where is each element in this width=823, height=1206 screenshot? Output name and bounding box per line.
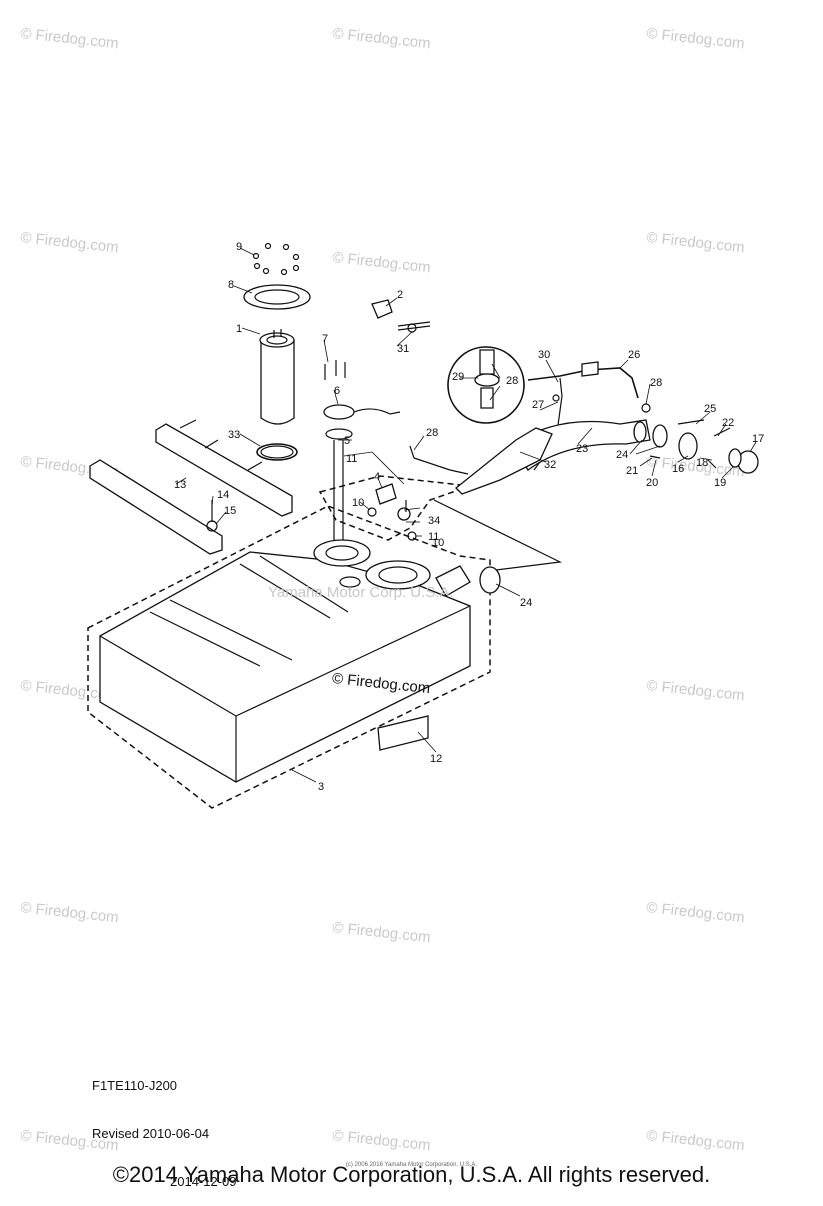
callout-1: 1 bbox=[236, 323, 242, 335]
callout-14: 14 bbox=[217, 489, 229, 501]
revision-block: F1TE110-J200 Revised 2010-06-04 2014-12-… bbox=[92, 1046, 237, 1206]
center-watermark: Yamaha Motor Corp. U.S.A. bbox=[268, 584, 454, 601]
watermark-text: © Firedog.com bbox=[646, 899, 746, 926]
watermark-text: © Firedog.com bbox=[646, 677, 746, 704]
sender-unit-assembly bbox=[323, 360, 401, 540]
watermark-text: © Firedog.com bbox=[332, 919, 432, 946]
callout-28: 28 bbox=[650, 377, 662, 389]
callout-11: 11 bbox=[346, 453, 357, 465]
watermark-text: © Firedog.com bbox=[20, 25, 120, 52]
callout-19: 19 bbox=[714, 477, 726, 489]
callout-18: 18 bbox=[696, 457, 708, 469]
callout-29: 29 bbox=[452, 371, 464, 383]
callout-17: 17 bbox=[752, 433, 764, 445]
callout-11: 11 bbox=[428, 531, 439, 543]
fine-print: (c) 2006 2016 Yamaha Motor Corporation, … bbox=[345, 1162, 478, 1168]
watermark-text: © Firedog.com bbox=[646, 25, 746, 52]
diagram-code: F1TE110-J200 bbox=[92, 1078, 178, 1093]
revision-line-1: Revised 2010-06-04 bbox=[92, 1126, 210, 1141]
callout-21: 21 bbox=[626, 465, 638, 477]
watermark-text: © Firedog.com bbox=[646, 229, 746, 256]
watermark-text: © Firedog.com bbox=[20, 229, 120, 256]
callout-27: 27 bbox=[532, 399, 544, 411]
callout-22: 22 bbox=[722, 417, 734, 429]
callout-34: 34 bbox=[428, 515, 440, 527]
watermark-text: © Firedog.com bbox=[20, 899, 120, 926]
callout-24: 24 bbox=[616, 449, 628, 461]
callout-12: 12 bbox=[430, 753, 442, 765]
callout-32: 32 bbox=[544, 459, 556, 471]
filler-hose-assembly bbox=[433, 346, 759, 594]
tank-support-rails bbox=[89, 419, 293, 555]
callout-2: 2 bbox=[397, 289, 403, 301]
callout-28: 28 bbox=[506, 375, 518, 387]
callout-24: 24 bbox=[520, 597, 532, 609]
callout-33: 33 bbox=[228, 429, 240, 441]
watermark-text: © Firedog.com bbox=[646, 1127, 746, 1154]
fuel-pump-assembly bbox=[243, 242, 311, 461]
callout-30: 30 bbox=[538, 349, 550, 361]
callout-8: 8 bbox=[228, 279, 234, 291]
fuel-tank bbox=[87, 505, 491, 809]
callout-16: 16 bbox=[672, 463, 684, 475]
callout-31: 31 bbox=[397, 343, 409, 355]
callout-13: 13 bbox=[174, 479, 186, 491]
callout-10: 10 bbox=[432, 537, 444, 549]
watermark-text: © Firedog.com bbox=[332, 25, 432, 52]
callout-6: 6 bbox=[334, 385, 340, 397]
callout-28: 28 bbox=[426, 427, 438, 439]
callout-26: 26 bbox=[628, 349, 640, 361]
callout-25: 25 bbox=[704, 403, 716, 415]
revision-line-2: 2014-12-09 bbox=[170, 1174, 237, 1189]
callout-20: 20 bbox=[646, 477, 658, 489]
callout-4: 4 bbox=[374, 471, 380, 483]
callout-15: 15 bbox=[224, 505, 236, 517]
callout-3: 3 bbox=[318, 781, 324, 793]
callout-labels bbox=[175, 247, 757, 783]
callout-23: 23 bbox=[576, 443, 588, 455]
callout-9: 9 bbox=[236, 241, 242, 253]
watermark-text: © Firedog.com bbox=[332, 1127, 432, 1154]
callout-5: 5 bbox=[344, 435, 350, 447]
copyright-footer: ©2014 Yamaha Motor Corporation, U.S.A. A… bbox=[112, 1162, 711, 1187]
callout-7: 7 bbox=[322, 333, 328, 345]
watermark-text: © Firedog.com bbox=[332, 249, 432, 276]
callout-10: 10 bbox=[352, 497, 364, 509]
bracket-assembly bbox=[371, 299, 431, 333]
